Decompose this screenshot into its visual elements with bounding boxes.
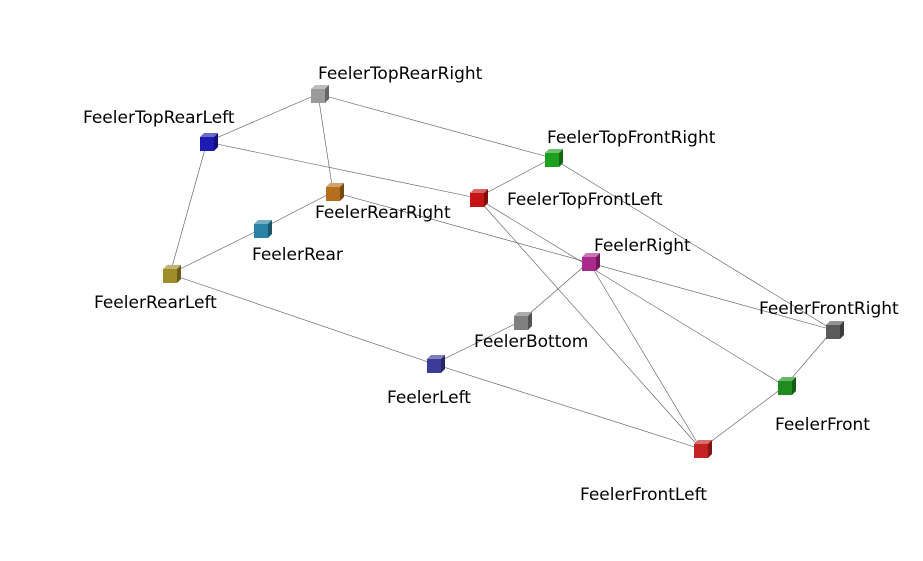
node-label-feeler-right: FeelerRight (594, 236, 691, 256)
edge-feeler-left-feeler-bottom (433, 320, 522, 365)
edge-feeler-rear-right-feeler-rear (260, 191, 334, 230)
node-feeler-bottom-cube-icon[interactable] (514, 312, 532, 330)
edges-layer (169, 93, 834, 450)
node-label-feeler-bottom: FeelerBottom (474, 332, 588, 352)
node-label-feeler-front: FeelerFront (775, 415, 870, 435)
node-label-feeler-rear-left: FeelerRearLeft (94, 293, 217, 313)
node-label-feeler-front-left: FeelerFrontLeft (580, 485, 707, 505)
node-label-feeler-top-front-left: FeelerTopFrontLeft (507, 190, 663, 210)
node-feeler-top-front-right-cube-icon[interactable] (545, 149, 563, 167)
edge-feeler-top-rear-right-feeler-rear-right (317, 93, 334, 193)
edge-feeler-top-front-left-feeler-top-front-right (476, 157, 553, 199)
edge-feeler-rear-left-feeler-left (169, 273, 435, 365)
node-feeler-rear-right-cube-icon[interactable] (326, 183, 344, 201)
node-feeler-front-left-cube-icon[interactable] (694, 440, 712, 458)
node-label-feeler-left: FeelerLeft (387, 388, 471, 408)
node-feeler-top-rear-right-cube-icon[interactable] (311, 85, 329, 103)
node-feeler-top-rear-left-cube-icon[interactable] (200, 133, 218, 151)
node-feeler-left-cube-icon[interactable] (427, 355, 445, 373)
nodes-layer (163, 85, 844, 458)
edge-feeler-top-rear-left-feeler-rear-left (169, 141, 208, 275)
edge-feeler-top-rear-left-feeler-top-front-left (206, 141, 478, 199)
edge-feeler-top-front-left-feeler-front-left (476, 197, 702, 450)
edge-feeler-left-feeler-front-left (433, 363, 702, 450)
edge-feeler-front-left-feeler-front (700, 385, 786, 450)
node-feeler-rear-left-cube-icon[interactable] (163, 265, 181, 283)
edge-feeler-top-front-left-feeler-front (476, 197, 786, 387)
node-label-feeler-top-rear-left: FeelerTopRearLeft (83, 108, 235, 128)
node-feeler-front-cube-icon[interactable] (778, 377, 796, 395)
edge-feeler-top-rear-left-feeler-top-rear-right (206, 93, 319, 143)
node-label-feeler-rear: FeelerRear (252, 245, 343, 265)
node-feeler-front-right-cube-icon[interactable] (826, 321, 844, 339)
node-feeler-top-front-left-cube-icon[interactable] (470, 189, 488, 207)
edge-feeler-bottom-feeler-right (520, 261, 590, 322)
node-label-feeler-rear-right: FeelerRearRight (315, 203, 451, 223)
node-label-feeler-front-right: FeelerFrontRight (759, 299, 899, 319)
edge-feeler-top-front-right-feeler-front-right (551, 157, 834, 331)
edge-feeler-top-rear-right-feeler-top-front-right (317, 93, 553, 159)
node-feeler-right-cube-icon[interactable] (582, 253, 600, 271)
edge-feeler-front-feeler-front-right (784, 329, 834, 387)
node-label-feeler-top-front-right: FeelerTopFrontRight (547, 128, 716, 148)
edge-feeler-right-feeler-front-left (588, 261, 702, 450)
node-feeler-rear-cube-icon[interactable] (254, 220, 272, 238)
edge-feeler-rear-feeler-rear-left (169, 228, 262, 275)
labels-layer: FeelerTopRearRightFeelerTopRearLeftFeele… (83, 64, 899, 505)
node-label-feeler-top-rear-right: FeelerTopRearRight (318, 64, 483, 84)
